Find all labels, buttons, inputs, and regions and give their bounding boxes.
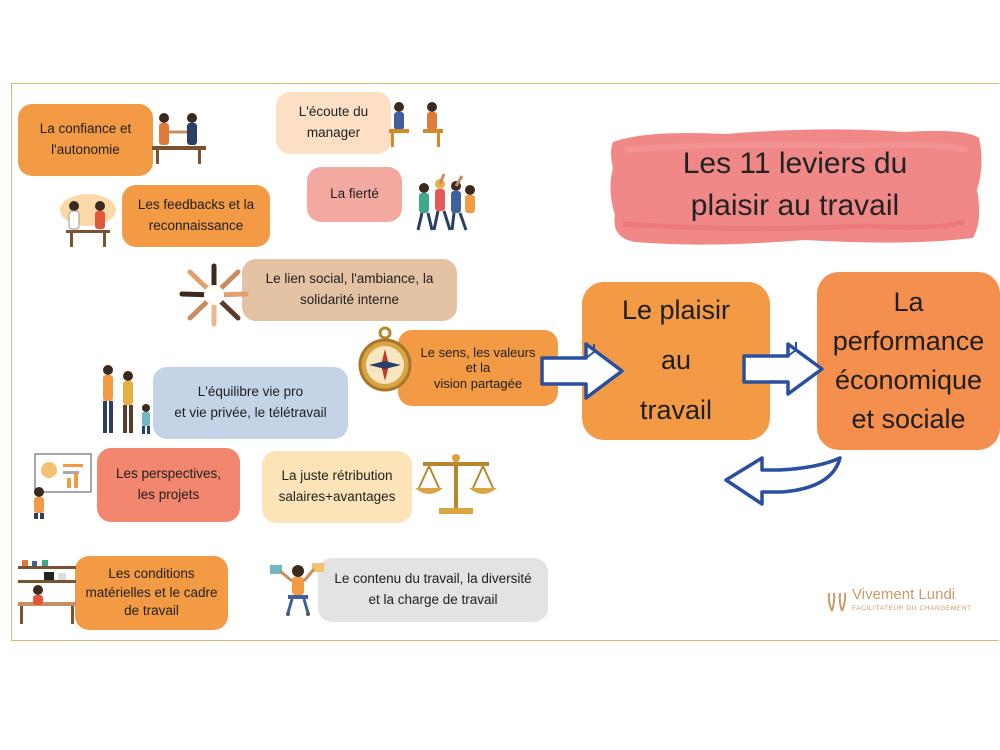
compass-icon <box>358 326 412 392</box>
lever-lien-social: Le lien social, l'ambiance, la solidarit… <box>242 259 457 321</box>
logo-tagline: FACILITATEUR DU CHANGEMENT <box>852 605 972 612</box>
hands-circle-icon <box>179 263 249 327</box>
lever-conditions: Les conditions matérielles et le cadre d… <box>75 556 228 630</box>
celebrating-team-icon <box>416 173 475 231</box>
vivement-lundi-logo: Vivement Lundi FACILITATEUR DU CHANGEMEN… <box>826 586 976 618</box>
lever-fierte: La fierté <box>307 167 402 222</box>
diagram-title: Les 11 leviers du plaisir au travail <box>605 120 985 250</box>
logo-name: Vivement Lundi <box>852 586 956 603</box>
diagram-frame <box>11 83 999 641</box>
lever-feedbacks: Les feedbacks et la reconnaissance <box>122 185 270 247</box>
office-desk-icon <box>18 560 76 624</box>
projects-board-icon <box>34 453 92 519</box>
listening-people-icon <box>389 102 443 147</box>
lever-contenu: Le contenu du travail, la diversité et l… <box>318 558 548 622</box>
lever-confiance: La confiance et l'autonomie <box>18 104 153 176</box>
scales-icon <box>415 454 497 514</box>
performance-box: La performance économique et sociale <box>817 272 1000 450</box>
lever-sens: Le sens, les valeurs et la vision partag… <box>398 330 558 406</box>
family-icon <box>103 365 150 434</box>
plaisir-box: Le plaisir au travail <box>582 282 770 440</box>
lever-ecoute: L'écoute du manager <box>276 92 391 154</box>
logo-mark-icon <box>827 592 847 612</box>
arrow-to-performance-icon <box>742 342 824 396</box>
multitasking-worker-icon <box>270 563 324 616</box>
lever-equilibre: L'équilibre vie pro et vie privée, le té… <box>153 367 348 439</box>
feedback-loop-arrow-icon <box>724 456 842 506</box>
title-text: Les 11 leviers du plaisir au travail <box>682 147 908 222</box>
lever-perspectives: Les perspectives, les projets <box>97 448 240 522</box>
feedback-meeting-icon <box>60 194 116 247</box>
title-brush-stroke <box>610 129 982 245</box>
arrow-to-plaisir-icon <box>540 342 624 400</box>
lever-retribution: La juste rétribution salaires+avantages <box>262 451 412 523</box>
handshake-people-icon <box>152 113 206 164</box>
